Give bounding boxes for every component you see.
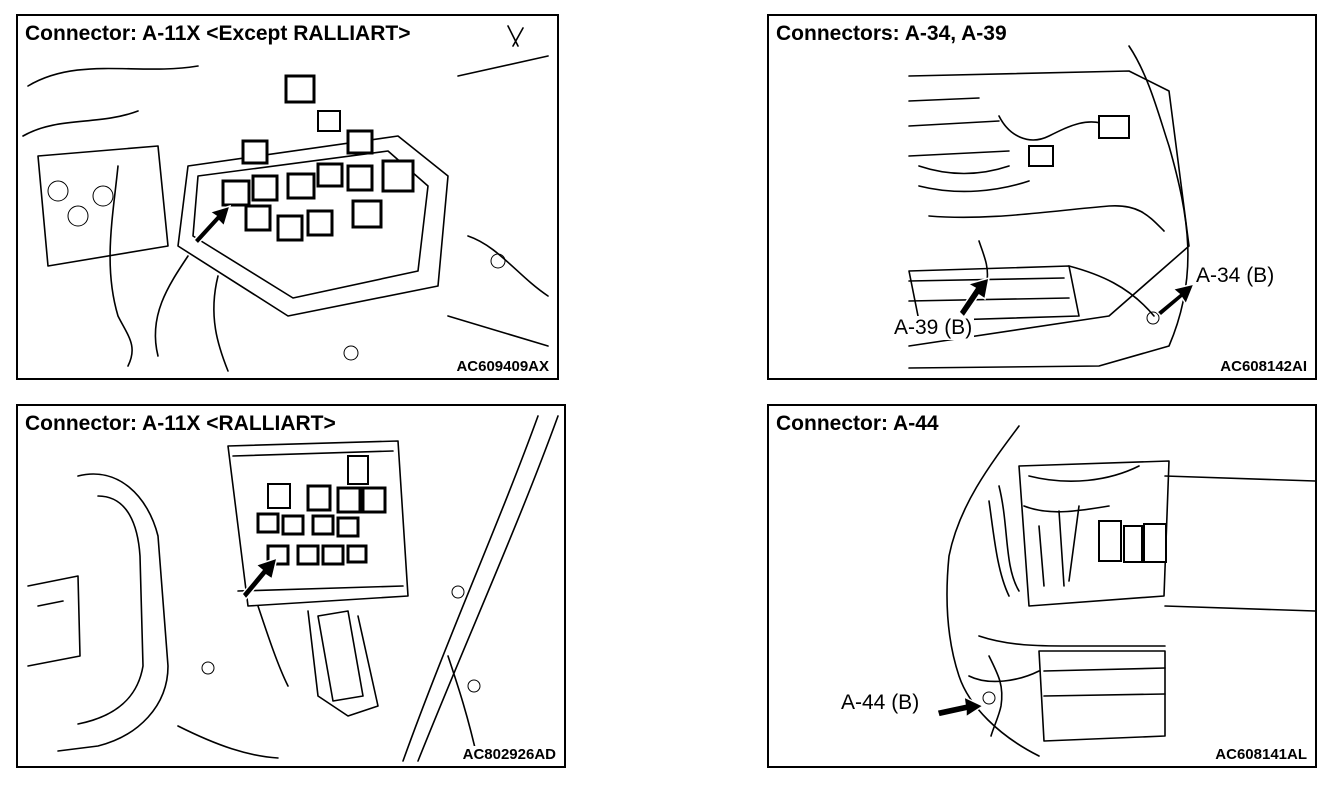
diagram-panel-a11x-ralliart: Connector: A-11X <RALLIART> AC802926AD [16, 404, 566, 768]
panel-title: Connector: A-44 [776, 412, 942, 437]
relay-box-ralliart-drawing [27, 415, 559, 762]
diagram-panel-a34-a39: Connectors: A-34, A-39 A-34 (B) A-39 (B)… [767, 14, 1317, 380]
front-bumper-a44-drawing [936, 425, 1315, 757]
panel-title: Connector: A-11X <Except RALLIART> [25, 22, 414, 47]
figure-code: AC802926AD [460, 746, 558, 763]
callout-a39: A-39 (B) [892, 316, 975, 340]
panel-title: Connector: A-11X <RALLIART> [25, 412, 339, 437]
figure-code: AC608142AI [1218, 358, 1309, 375]
engine-bay-relay-box-drawing [22, 25, 549, 372]
diagram-panel-a44: Connector: A-44 A-44 (B) AC608141AL [767, 404, 1317, 768]
figure-code: AC608141AL [1213, 746, 1309, 763]
callout-a34: A-34 (B) [1194, 264, 1277, 288]
front-bumper-harness-drawing [908, 45, 1196, 369]
diagram-panel-a11x-except-ralliart: Connector: A-11X <Except RALLIART> AC609… [16, 14, 559, 380]
callout-a44: A-44 (B) [839, 691, 922, 715]
figure-code: AC609409AX [454, 358, 551, 375]
panel-title: Connectors: A-34, A-39 [776, 22, 1010, 47]
